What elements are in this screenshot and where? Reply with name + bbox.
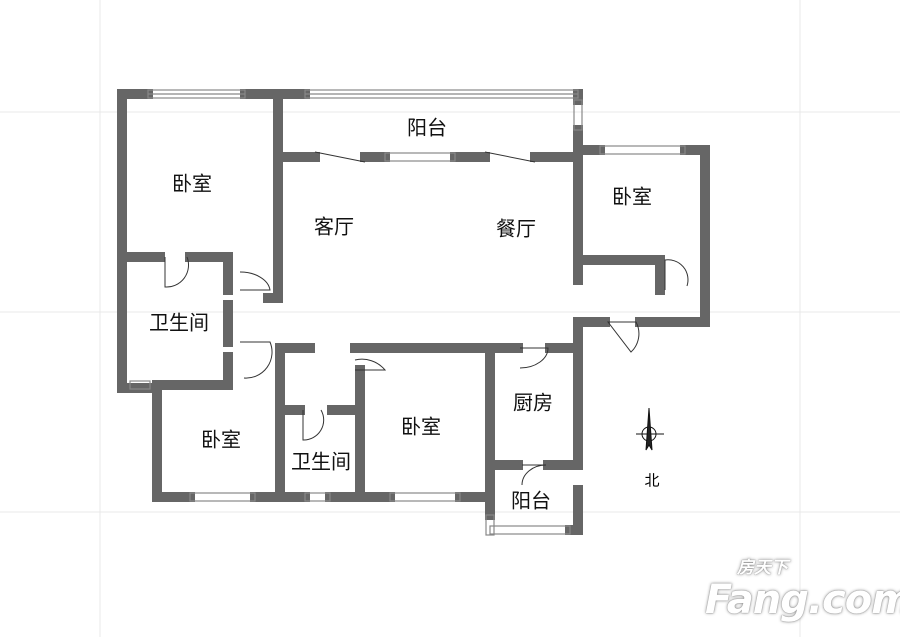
watermark-logo: 房天下 Fang.com [705,558,900,622]
room-label-dining-room: 餐厅 [496,216,536,241]
room-label-balcony-bottom: 阳台 [511,488,551,513]
room-label-bedroom-nw: 卧室 [172,171,212,196]
room-label-living-room: 客厅 [314,214,354,239]
watermark-cn: 房天下 [737,558,788,578]
windows [129,89,686,536]
room-label-balcony-top: 阳台 [407,115,447,140]
compass-north-label: 北 [644,471,660,490]
room-label-bedroom-ne: 卧室 [612,184,652,209]
room-label-bedroom-s: 卧室 [401,414,441,439]
doors [164,151,689,486]
room-label-bathroom-s: 卫生间 [291,449,351,474]
room-label-kitchen: 厨房 [513,390,553,415]
watermark-brand: Fang.com [705,577,900,623]
compass-icon [636,407,664,451]
room-label-bathroom-w: 卫生间 [149,310,209,335]
room-label-bedroom-sw: 卧室 [201,427,241,452]
walls [117,89,710,535]
